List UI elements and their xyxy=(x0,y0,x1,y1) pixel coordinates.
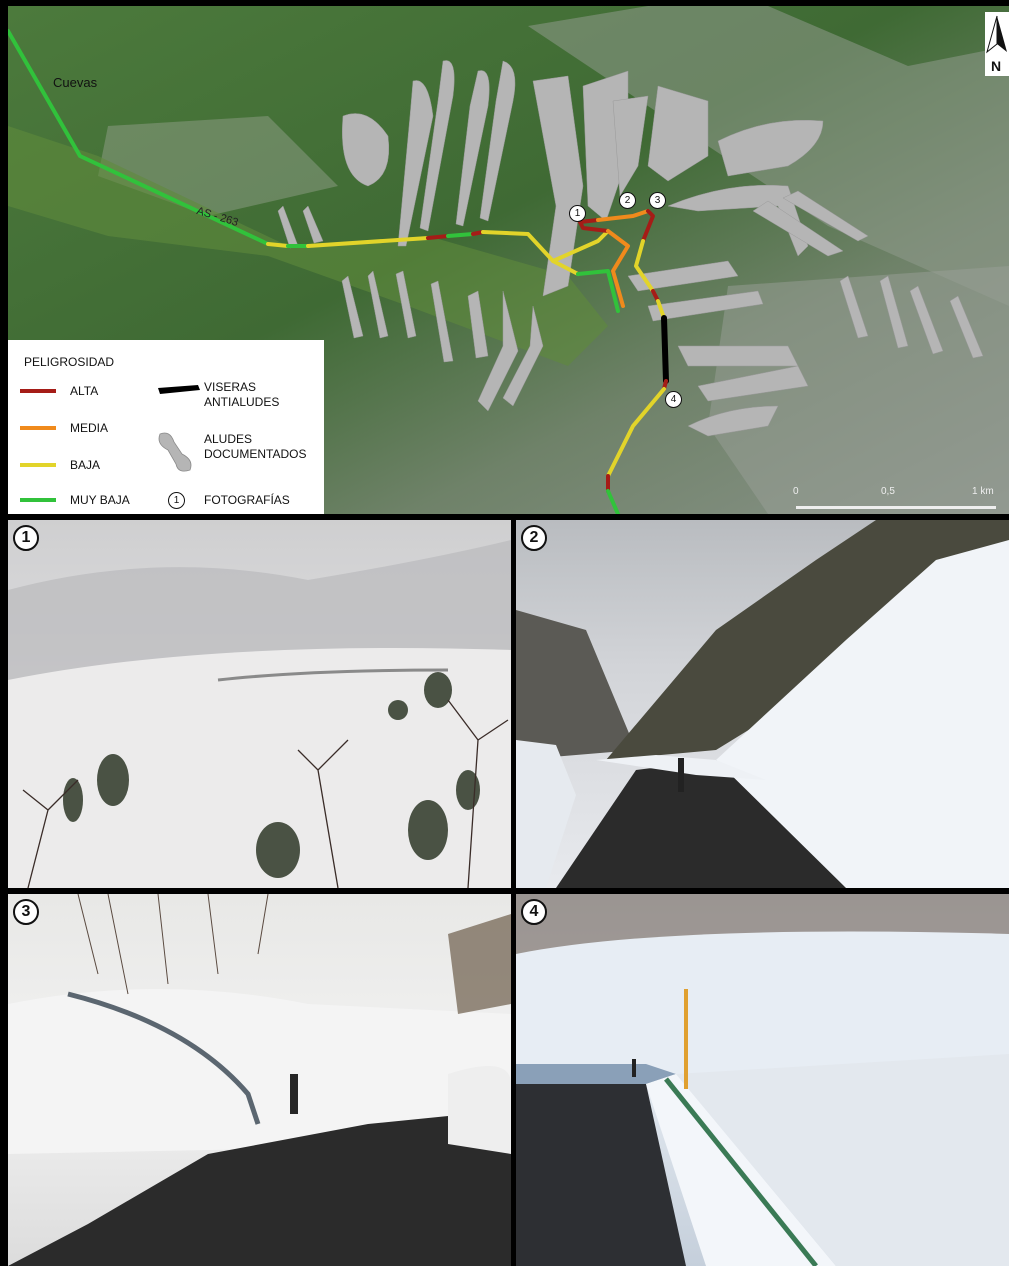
north-arrow: N xyxy=(985,12,1009,76)
photo-number-3: 3 xyxy=(13,899,39,925)
photo-number-4: 4 xyxy=(521,899,547,925)
north-arrow-icon xyxy=(986,15,1007,54)
avalanche-paths xyxy=(277,60,984,437)
antiavalanche-gallery xyxy=(661,315,669,384)
scale-tick-1km: 1 km xyxy=(972,486,994,497)
legend-label-viseras-2: ANTIALUDES xyxy=(204,395,280,409)
legend-label-fotos: FOTOGRAFÍAS xyxy=(204,493,290,507)
photo-panel-3: 3 xyxy=(8,894,511,1266)
road-segment-alta xyxy=(426,234,450,240)
road-segment-media xyxy=(596,209,650,222)
road-segment-muy-baja xyxy=(606,489,620,514)
legend-label-muy-baja: MUY BAJA xyxy=(70,493,130,507)
legend-title: PELIGROSIDAD xyxy=(24,355,115,369)
map-photo-point-1: 1 xyxy=(569,205,586,222)
photo-1-scene xyxy=(8,540,511,888)
map-photo-point-2: 2 xyxy=(619,192,636,209)
legend-swatch-baja xyxy=(20,463,56,467)
legend-label-baja: BAJA xyxy=(70,458,101,472)
road-segment-muy-baja xyxy=(446,232,475,238)
legend-swatch-media xyxy=(20,426,56,430)
legend-viseras-icon xyxy=(158,385,200,394)
scale-bar: 0 0,5 1 km xyxy=(786,484,1002,514)
road-segment-baja xyxy=(266,242,290,248)
photo-2-scene xyxy=(516,520,1009,888)
map-panel: Cuevas AS - 263 1 2 3 4 N PELIGROSIDAD A… xyxy=(8,6,1009,514)
road-segment-baja xyxy=(551,229,610,263)
road-segment-media xyxy=(606,229,630,308)
legend: PELIGROSIDAD ALTA MEDIA BAJA MUY BAJA VI… xyxy=(8,340,324,514)
scale-tick-0: 0 xyxy=(793,486,799,497)
legend-label-alta: ALTA xyxy=(70,384,99,398)
photo-number-2: 2 xyxy=(521,525,547,551)
scale-bar-line xyxy=(796,506,996,509)
road-segment-muy-baja xyxy=(576,269,620,313)
road-segment-baja xyxy=(306,236,430,248)
legend-label-aludes-1: ALUDES xyxy=(204,432,253,446)
road-segment-baja xyxy=(656,299,666,320)
photo-panel-4: 4 xyxy=(516,894,1009,1266)
road-segment-alta xyxy=(641,209,655,243)
legend-swatch-alta xyxy=(20,389,56,393)
photo-4-scene xyxy=(516,894,1009,1266)
photo-panel-1: 1 xyxy=(8,520,511,888)
scale-tick-half: 0,5 xyxy=(881,486,895,497)
road-segment-alta xyxy=(578,218,610,233)
legend-aludes-icon xyxy=(158,432,192,472)
photo-3-scene xyxy=(8,894,511,1266)
legend-swatch-muy-baja xyxy=(20,498,56,502)
legend-fotos-symbol: 1 xyxy=(168,492,185,509)
map-photo-point-4: 4 xyxy=(665,391,682,408)
place-label-cuevas: Cuevas xyxy=(53,75,98,90)
legend-label-media: MEDIA xyxy=(70,421,109,435)
north-label: N xyxy=(991,58,1002,74)
road-segment-baja xyxy=(634,239,655,293)
road-hazard-segments xyxy=(8,29,669,514)
photo-panel-2: 2 xyxy=(516,520,1009,888)
road-segment-muy-baja xyxy=(8,29,270,246)
legend-label-aludes-2: DOCUMENTADOS xyxy=(204,447,307,461)
map-photo-point-3: 3 xyxy=(649,192,666,209)
legend-label-viseras-1: VISERAS xyxy=(204,380,257,394)
road-segment-baja xyxy=(481,230,580,276)
photo-number-1: 1 xyxy=(13,525,39,551)
road-segment-baja xyxy=(606,387,666,478)
